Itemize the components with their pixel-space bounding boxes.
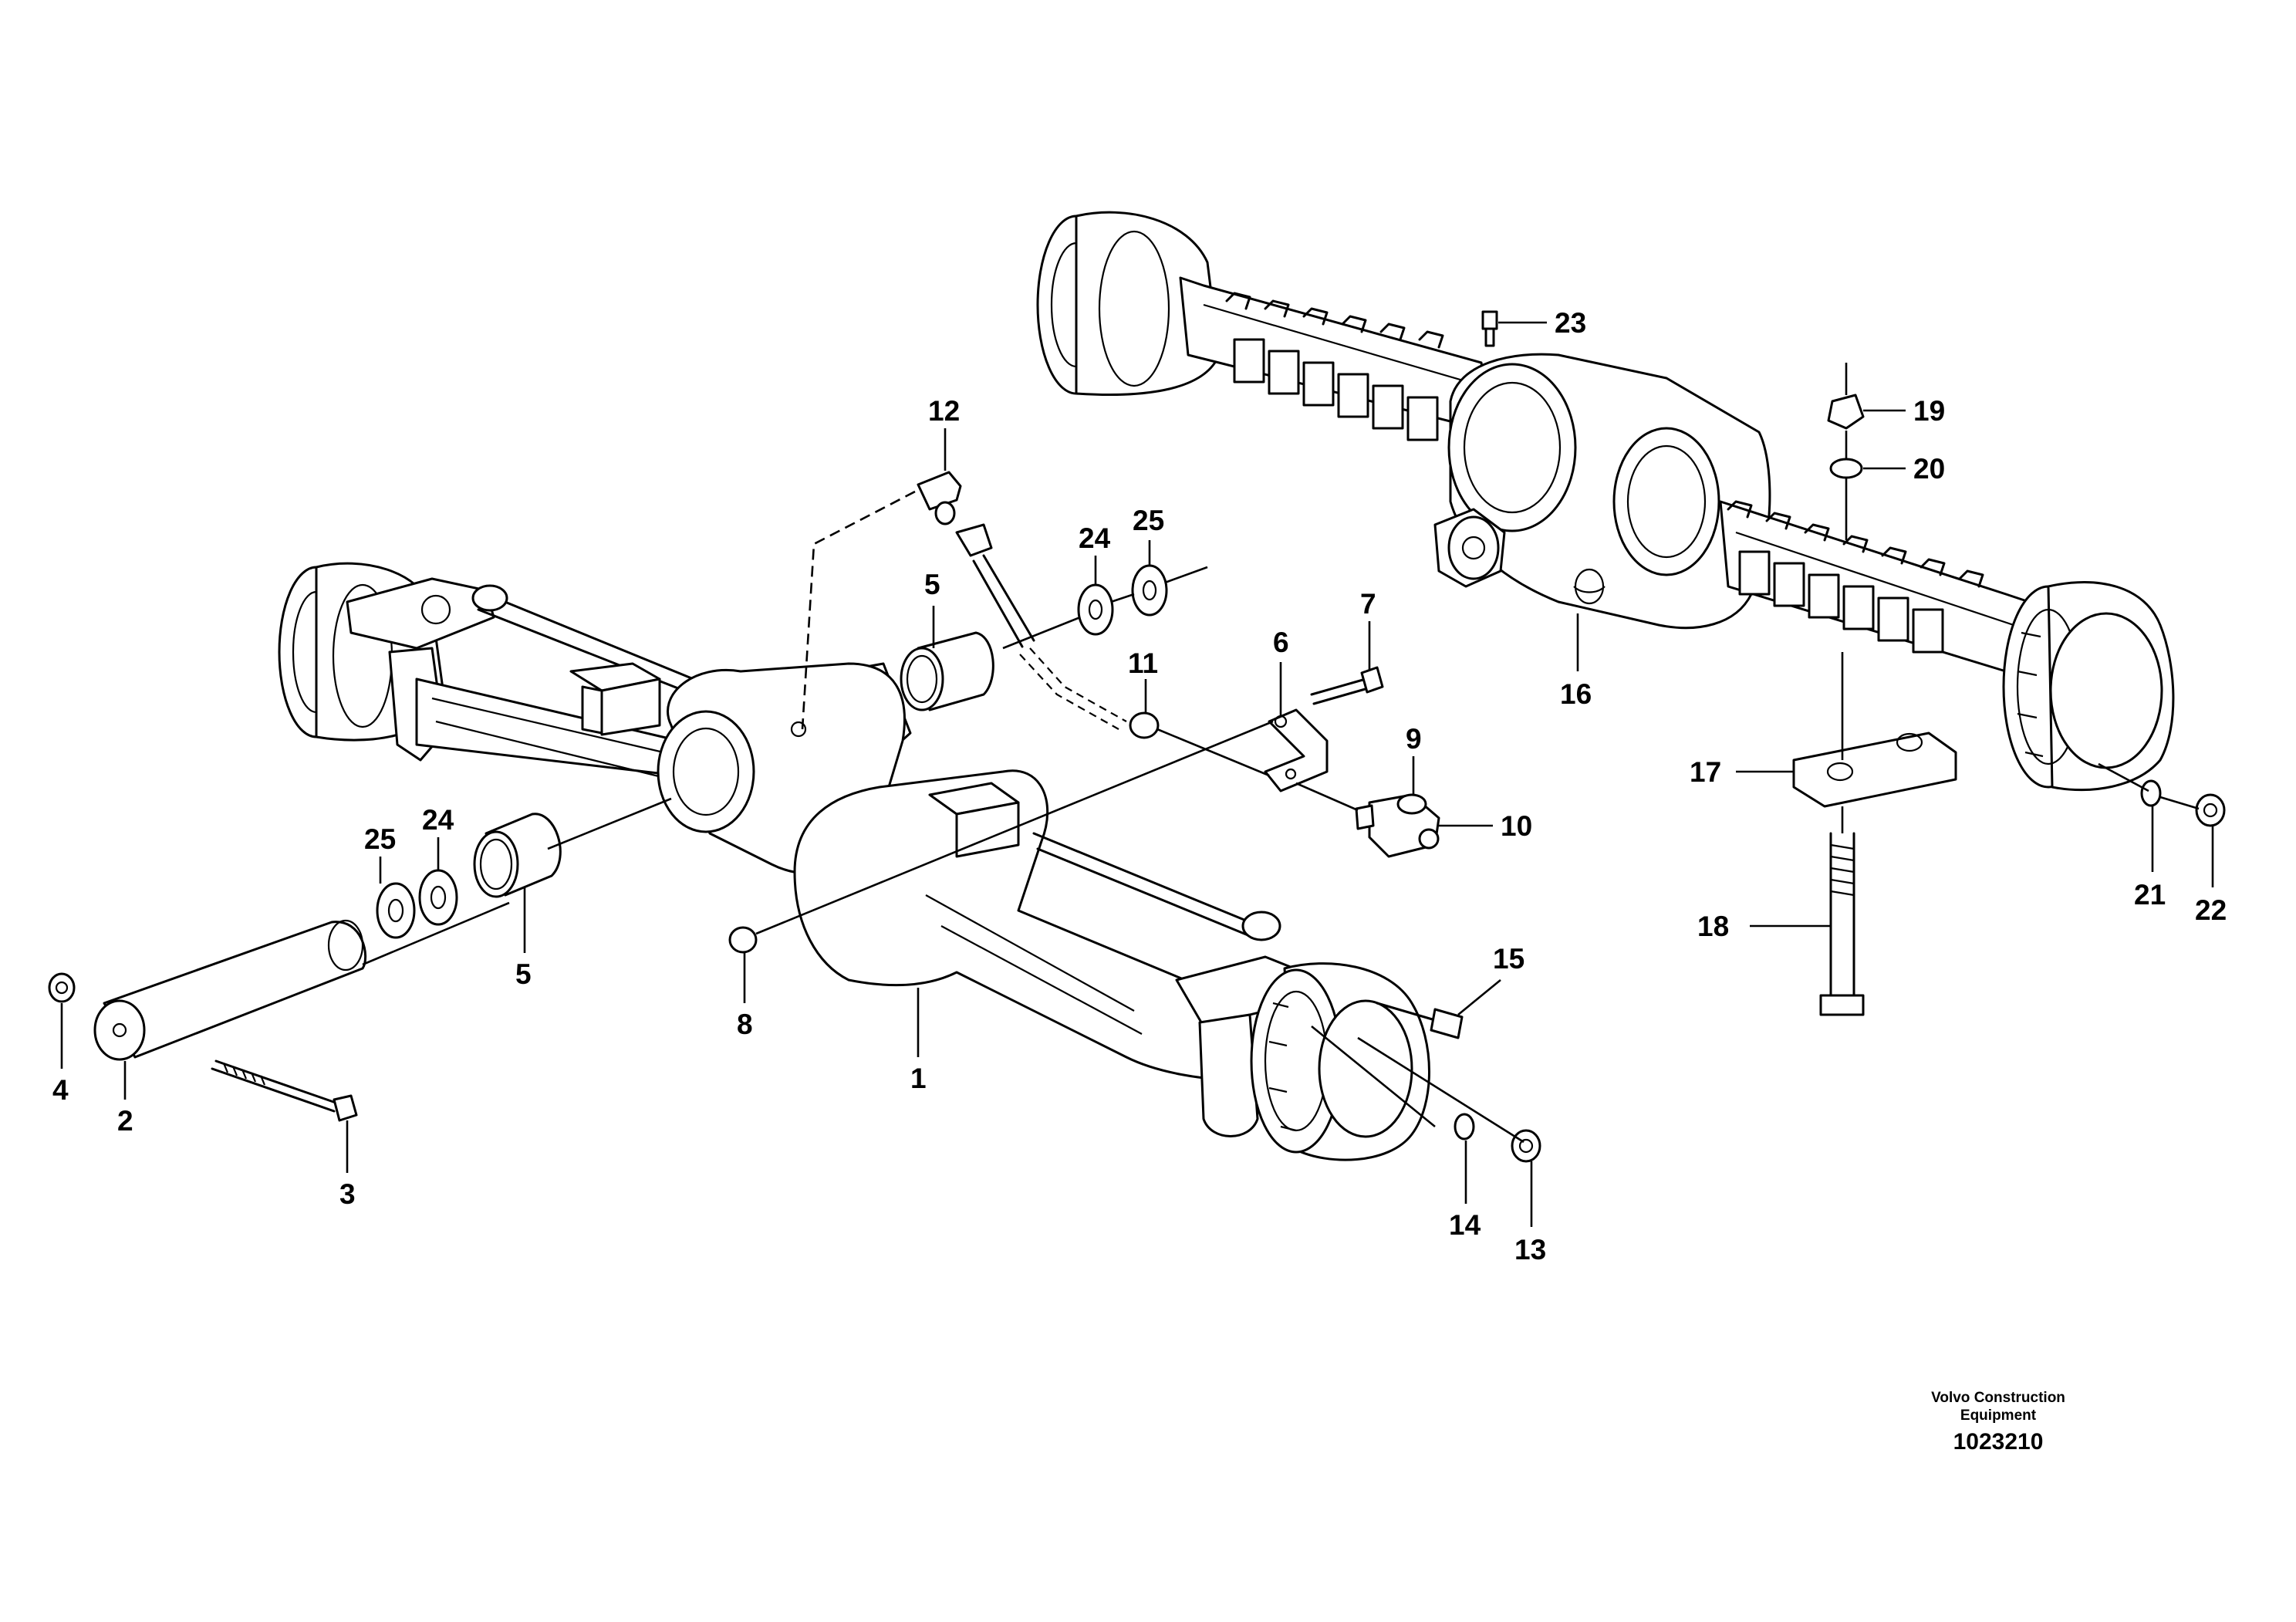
label-5-right: 5 xyxy=(924,569,940,600)
washer-21 xyxy=(2140,779,2162,807)
label-11: 11 xyxy=(1128,647,1158,679)
label-25-right: 25 xyxy=(1133,505,1164,536)
label-9: 9 xyxy=(1406,723,1422,755)
mounting-plate xyxy=(1792,732,1957,808)
label-21: 21 xyxy=(2134,879,2166,911)
nut-19 xyxy=(1827,394,1865,430)
bushing-right xyxy=(900,631,994,711)
publisher-label: Volvo Construction Equipment 1023210 xyxy=(1852,1389,2145,1455)
label-23: 23 xyxy=(1555,307,1586,339)
label-7: 7 xyxy=(1360,588,1376,620)
grease-fitting xyxy=(917,471,1035,648)
bracket xyxy=(1264,708,1329,792)
bushing-left xyxy=(473,813,562,898)
label-16: 16 xyxy=(1560,678,1592,710)
front-axle-assembly xyxy=(278,562,1430,1161)
figure-number: 1023210 xyxy=(1953,1429,2044,1455)
nut-22 xyxy=(2195,793,2226,827)
nut-11 xyxy=(1129,711,1160,739)
label-3: 3 xyxy=(339,1178,356,1210)
nut-pin xyxy=(48,972,76,1003)
bolt-15 xyxy=(1376,1002,1464,1039)
bolt-7 xyxy=(1310,666,1384,705)
label-8: 8 xyxy=(737,1009,753,1040)
label-10: 10 xyxy=(1501,810,1532,842)
washer-25-right xyxy=(1131,564,1168,617)
label-2: 2 xyxy=(117,1105,133,1137)
pivot-pin xyxy=(93,919,367,1061)
label-25-left: 25 xyxy=(364,823,396,855)
label-19: 19 xyxy=(1913,395,1945,427)
washer-14 xyxy=(1454,1113,1475,1140)
nut-13 xyxy=(1511,1129,1541,1163)
label-24-left: 24 xyxy=(422,804,454,836)
washer-20 xyxy=(1829,458,1863,479)
rear-axle-assembly xyxy=(1036,211,2175,792)
connector-lines xyxy=(362,363,2200,1144)
breather-fitting xyxy=(1481,310,1498,347)
label-22: 22 xyxy=(2195,894,2227,926)
nut-8 xyxy=(728,926,758,954)
label-14: 14 xyxy=(1449,1209,1481,1241)
label-12: 12 xyxy=(928,395,960,427)
bolt-long xyxy=(211,1059,358,1122)
label-4: 4 xyxy=(52,1074,69,1106)
publisher-line-1: Volvo Construction xyxy=(1931,1390,2065,1406)
publisher-line-2: Equipment xyxy=(1960,1407,2037,1424)
label-5-left: 5 xyxy=(515,958,532,990)
label-13: 13 xyxy=(1514,1234,1546,1265)
label-18: 18 xyxy=(1697,911,1729,942)
label-15: 15 xyxy=(1493,943,1524,975)
bolt-18 xyxy=(1819,832,1865,1016)
washer-25-left xyxy=(376,882,416,939)
label-1: 1 xyxy=(910,1063,927,1094)
label-24-right: 24 xyxy=(1079,522,1111,554)
label-6: 6 xyxy=(1273,627,1289,658)
callouts: 1 2 3 4 5 5 6 7 8 9 10 11 12 xyxy=(52,307,2227,1265)
washer-24-right xyxy=(1077,583,1114,636)
label-20: 20 xyxy=(1913,453,1945,485)
sensor xyxy=(1355,793,1440,858)
washer-24-left xyxy=(418,869,458,926)
label-17: 17 xyxy=(1690,756,1721,788)
